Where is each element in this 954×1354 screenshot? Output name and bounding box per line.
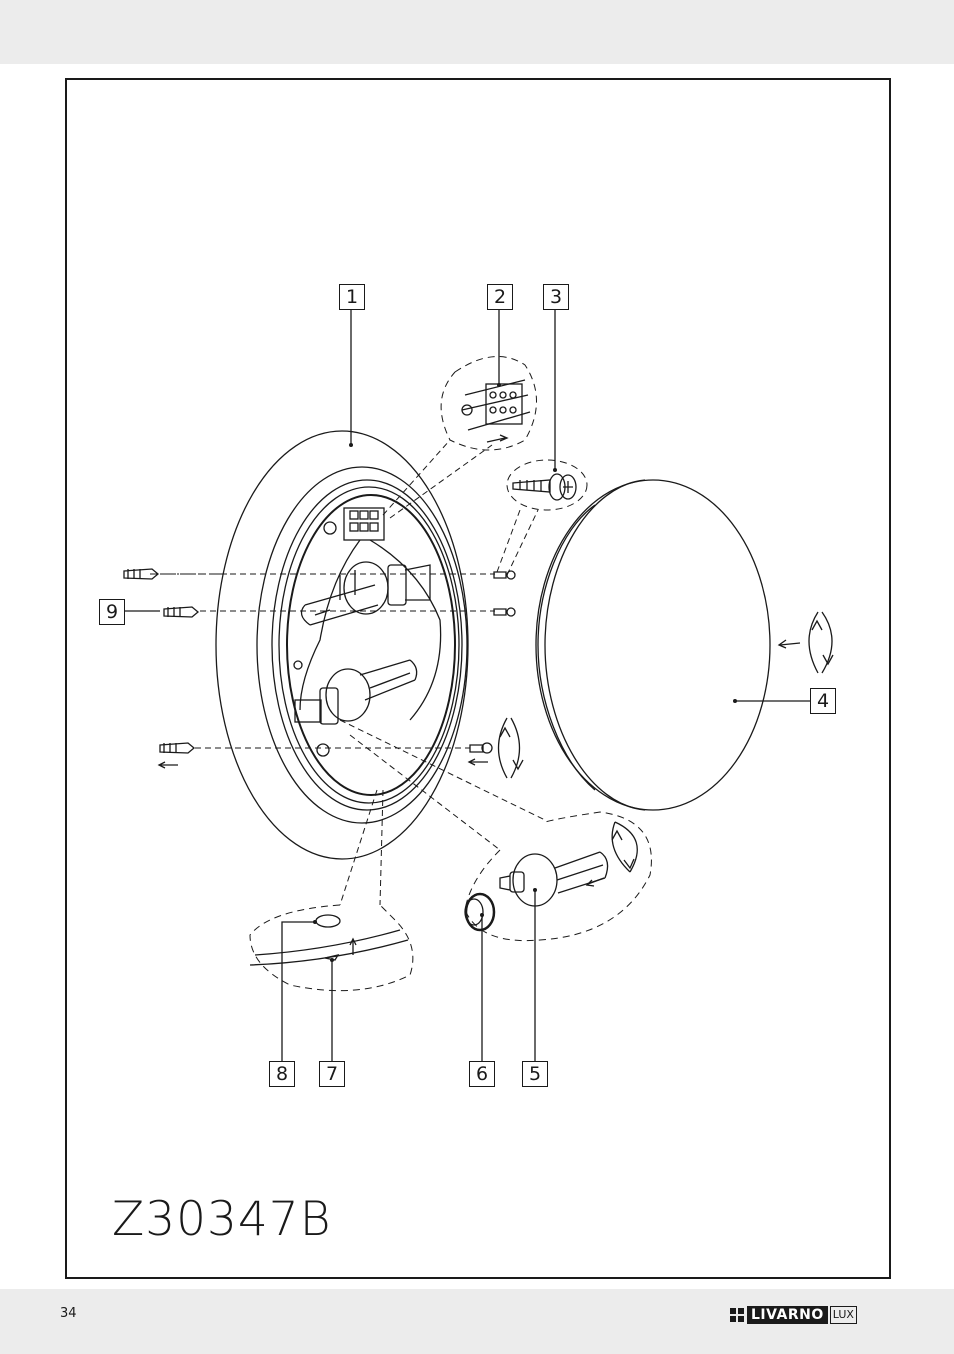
brand-sub: LUX <box>830 1306 857 1324</box>
phillips-screw-icon <box>470 571 515 753</box>
lamp-base <box>216 431 468 859</box>
part-label-1: 1 <box>339 284 365 310</box>
cfl-bulb-icon <box>500 852 608 906</box>
cfl-bulb-icon <box>295 660 417 724</box>
part-label-6: 6 <box>469 1061 495 1087</box>
leader-lines <box>125 308 810 1062</box>
lamp-socket-icon <box>465 894 494 930</box>
cfl-bulb-icon <box>301 562 430 625</box>
rotate-arrow-icon <box>499 612 834 872</box>
phillips-screw-icon <box>513 474 576 500</box>
lamp-cover <box>536 480 770 810</box>
push-arrow-icon <box>159 640 800 955</box>
part-label-3: 3 <box>543 284 569 310</box>
model-number: Z30347B <box>112 1192 332 1247</box>
wall-plug-icon <box>124 569 198 753</box>
part-label-8: 8 <box>269 1061 295 1087</box>
brand-name: LIVARNO <box>747 1306 828 1324</box>
part-label-9: 9 <box>99 599 125 625</box>
part-label-7: 7 <box>319 1061 345 1087</box>
part-label-5: 5 <box>522 1061 548 1087</box>
terminal-detail <box>462 380 530 442</box>
brand-mark-icon <box>730 1308 744 1322</box>
part-label-2: 2 <box>487 284 513 310</box>
base-bottom-detail <box>250 915 408 965</box>
leader-dots <box>313 383 737 962</box>
terminal-block-icon <box>324 508 384 540</box>
brand-logo: LIVARNO LUX <box>730 1305 857 1324</box>
part-label-4: 4 <box>810 688 836 714</box>
page-number: 34 <box>60 1306 77 1321</box>
